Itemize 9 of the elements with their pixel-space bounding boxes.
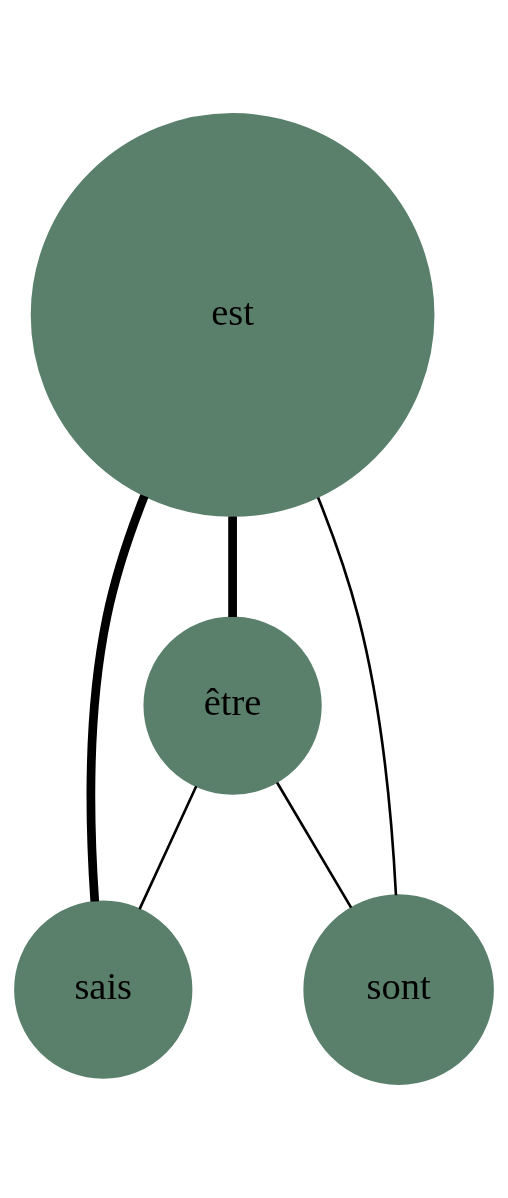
connector	[316, 496, 398, 896]
node-circle: sais	[14, 900, 193, 1079]
node-circle: être	[143, 616, 322, 795]
connector	[86, 494, 149, 902]
connector	[275, 781, 353, 909]
node-circle: sont	[303, 894, 494, 1085]
connector	[228, 516, 237, 617]
connector	[138, 785, 198, 910]
node-circle: est	[30, 113, 435, 517]
